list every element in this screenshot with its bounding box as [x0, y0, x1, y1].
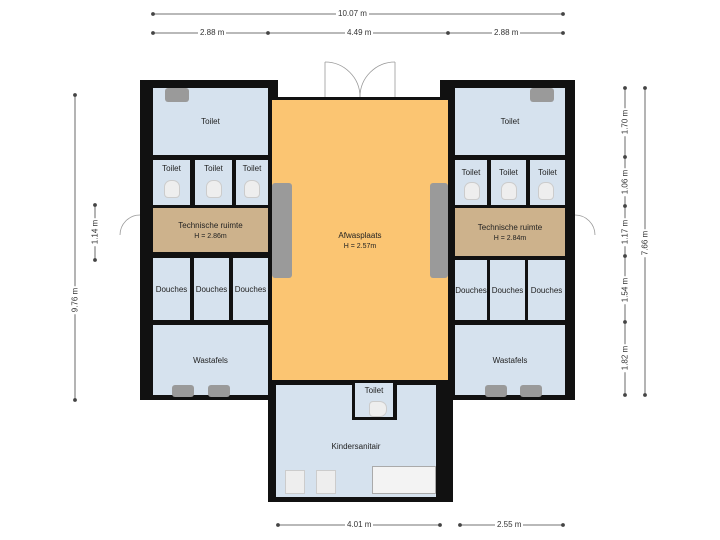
toilet-bowl-icon — [538, 182, 554, 200]
bathtub-icon — [372, 466, 436, 494]
toilet-bowl-icon — [501, 182, 517, 200]
dim-right-seg: 1.82 m — [620, 343, 630, 373]
dim-right-total: 7.66 m — [640, 228, 650, 258]
sink-icon — [172, 385, 194, 397]
cabinet-icon — [285, 470, 305, 494]
sink-counter-icon — [272, 183, 292, 278]
toilet-bowl-icon — [164, 180, 180, 198]
cabinet-icon — [316, 470, 336, 494]
room-right-wastafels: Wastafels — [455, 325, 565, 395]
dim-top-total: 10.07 m — [336, 9, 369, 18]
dim-left-tech: 1.14 m — [90, 217, 100, 247]
sink-icon — [485, 385, 507, 397]
sink-counter-icon — [430, 183, 448, 278]
sink-icon — [520, 385, 542, 397]
sink-icon — [165, 88, 189, 102]
room-left-wastafels: Wastafels — [153, 325, 268, 395]
dim-bottom-left: 4.01 m — [345, 520, 374, 529]
toilet-bowl-icon — [464, 182, 480, 200]
room-right-toilet: Toilet — [455, 88, 565, 155]
dim-right-seg: 1.54 m — [620, 275, 630, 305]
sink-icon — [530, 88, 554, 102]
dim-bottom-right: 2.55 m — [495, 520, 524, 529]
room-left-douche: Douches — [153, 258, 190, 320]
dim-top-left: 2.88 m — [198, 28, 227, 37]
room-right-douche: Douches — [528, 260, 565, 320]
room-left-douche: Douches — [233, 258, 268, 320]
dim-right-seg: 1.70 m — [620, 107, 630, 137]
room-right-douche: Douches — [455, 260, 487, 320]
dim-left-total: 9.76 m — [70, 285, 80, 315]
dim-top-mid: 4.49 m — [345, 28, 374, 37]
dim-right-seg: 1.17 m — [620, 217, 630, 247]
dim-right-seg: 1.06 m — [620, 167, 630, 197]
room-right-douche: Douches — [490, 260, 525, 320]
room-left-douche: Douches — [194, 258, 229, 320]
toilet-bowl-icon — [244, 180, 260, 198]
toilet-bowl-icon — [206, 180, 222, 198]
sink-icon — [208, 385, 230, 397]
toilet-bowl-icon — [369, 401, 387, 417]
dim-top-right: 2.88 m — [492, 28, 521, 37]
